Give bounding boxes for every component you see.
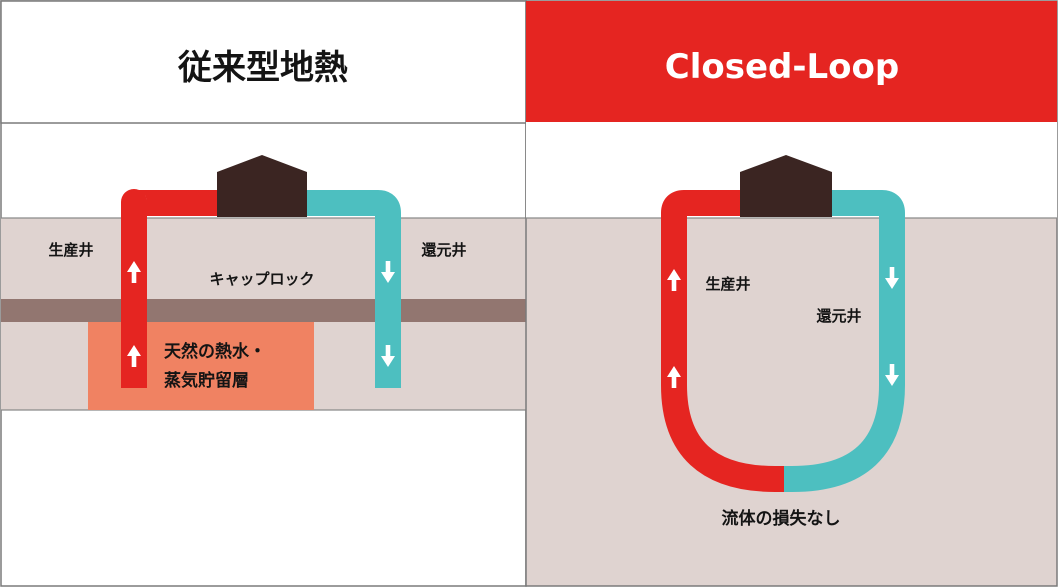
left-injection-pipe [300,190,401,388]
up-arrow-icon [127,261,141,283]
down-arrow-icon [885,267,899,289]
right-panel: Closed-Loop 生産井 還元井 流体の損失なし [525,0,1058,587]
left-production-well-label: 生産井 [48,241,93,259]
right-header-box [526,1,1057,123]
up-arrow-icon [667,366,681,388]
right-production-well-label: 生産井 [705,275,750,293]
up-arrow-icon [127,345,141,367]
no-fluid-loss-label: 流体の損失なし [722,508,841,529]
left-header-box [0,0,527,124]
left-caprock [1,299,526,322]
left-panel: 従来型地熱 生産井 還元井 キャップロック 天然の [0,0,527,587]
left-panel-title: 従来型地熱 [177,48,348,88]
left-production-pipe [121,189,222,388]
down-arrow-icon [381,345,395,367]
down-arrow-icon [885,364,899,386]
down-arrow-icon [381,261,395,283]
left-injection-well-label: 還元井 [421,241,466,259]
up-arrow-icon [667,269,681,291]
right-injection-well-label: 還元井 [816,307,861,325]
building-icon [217,155,307,217]
reservoir-label-line1: 天然の熱水・ [164,341,266,362]
right-production-loop [661,190,788,492]
building-icon [740,155,832,217]
right-injection-loop [779,190,905,492]
reservoir-label-line2: 蒸気貯留層 [164,370,249,391]
right-panel-title: Closed-Loop [665,47,899,87]
caprock-label: キャップロック [209,270,314,288]
